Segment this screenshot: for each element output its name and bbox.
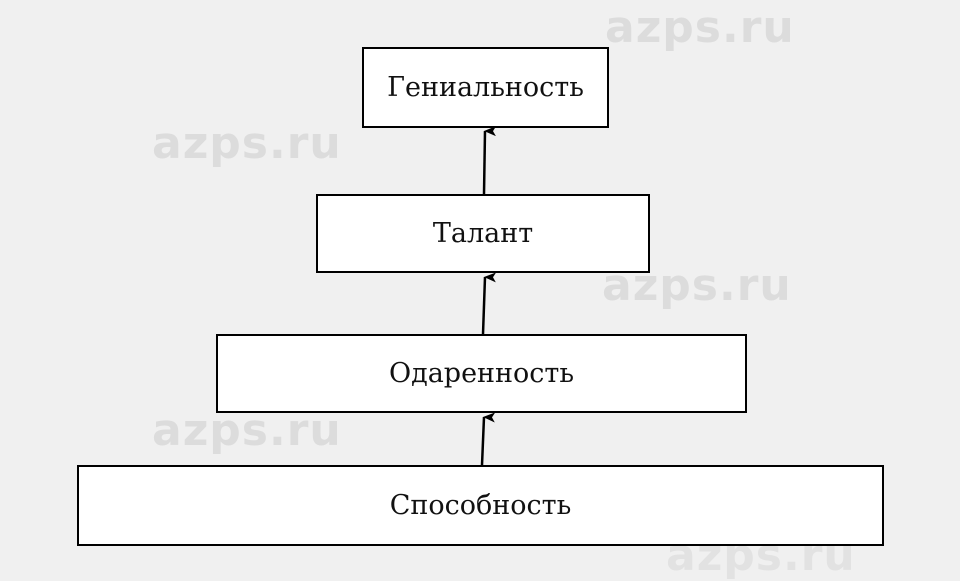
level-label: Способность: [389, 490, 572, 521]
level-box-giftedness: Одаренность: [216, 334, 747, 413]
level-label: Талант: [432, 218, 534, 249]
arrow-talent-to-genius: [482, 126, 497, 195]
level-box-ability: Способность: [77, 465, 884, 546]
level-label: Одаренность: [388, 358, 575, 389]
level-label: Гениальность: [387, 72, 584, 103]
watermark-text: azps.ru: [605, 2, 795, 53]
watermark-text: azps.ru: [152, 118, 342, 169]
watermark-text: azps.ru: [152, 405, 342, 456]
arrow-ability-to-gift: [480, 412, 496, 466]
hierarchy-diagram: azps.ru azps.ru azps.ru azps.ru azps.ru …: [77, 2, 884, 581]
arrow-gift-to-talent: [481, 272, 497, 335]
level-box-talent: Талант: [316, 194, 650, 273]
level-box-genius: Гениальность: [362, 47, 609, 128]
